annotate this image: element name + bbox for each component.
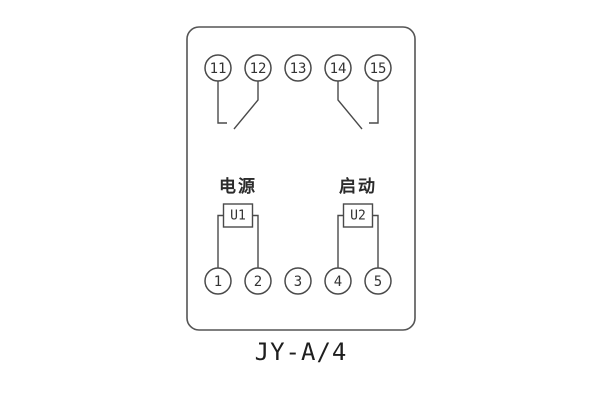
terminal-number: 14 [330,61,347,77]
terminal-2: 2 [244,267,272,295]
terminal-number: 3 [294,274,302,290]
terminal-number: 12 [250,61,267,77]
terminal-15: 15 [364,54,392,82]
start-lead-terminal-5 [372,214,379,268]
power-lead-terminal-1 [217,214,224,268]
terminal-12: 12 [244,54,272,82]
contact-fixed-lead-terminal-11 [217,81,227,124]
contact-blade-terminal-12 [233,81,259,130]
power-label: 电源 [219,176,257,197]
terminal-circle [244,267,272,295]
model-caption: JY-A/4 [255,338,348,366]
power-lead-terminal-2 [252,214,259,268]
terminal-14: 14 [324,54,352,82]
terminal-circle [324,54,352,82]
terminal-number: 1 [214,274,222,290]
terminal-4: 4 [324,267,352,295]
terminal-circle [244,54,272,82]
start-label: 启动 [339,176,377,197]
terminal-5: 5 [364,267,392,295]
terminal-number: 2 [254,274,262,290]
start-unit-label: U2 [350,209,366,224]
terminal-3: 3 [284,267,312,295]
terminal-circle [284,54,312,82]
power-unit-label: U1 [230,209,246,224]
terminal-circle [204,54,232,82]
terminal-number: 5 [374,274,382,290]
contact-blade-terminal-14 [337,81,363,130]
contact-fixed-lead-terminal-15 [369,81,379,124]
terminal-circle [324,267,352,295]
start-unit-box [342,203,374,228]
terminal-13: 13 [284,54,312,82]
terminal-number: 15 [370,61,387,77]
relay-case-outline [186,26,416,331]
terminal-11: 11 [204,54,232,82]
power-unit-box [222,203,254,228]
terminal-circle [364,54,392,82]
terminal-number: 13 [290,61,307,77]
terminal-number: 4 [334,274,342,290]
terminal-circle [204,267,232,295]
terminal-circle [284,267,312,295]
terminal-number: 11 [210,61,227,77]
start-lead-terminal-4 [337,214,344,268]
terminal-1: 1 [204,267,232,295]
terminal-circle [364,267,392,295]
